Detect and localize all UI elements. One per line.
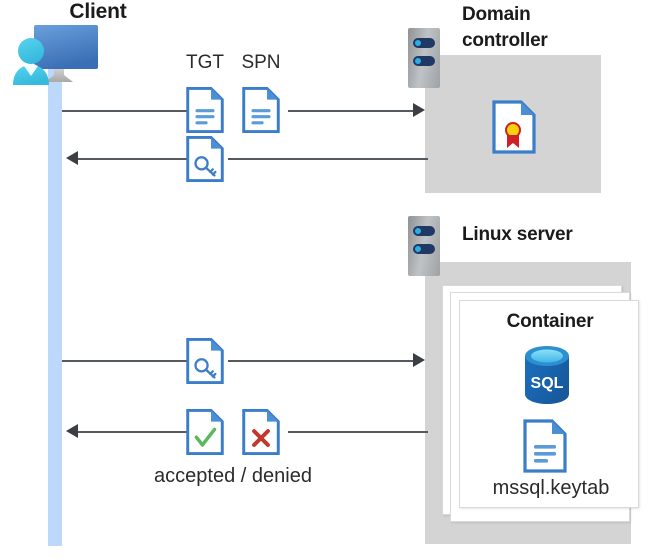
rack-slot — [413, 244, 435, 254]
document-key-icon — [186, 135, 224, 183]
flow-line-linux-to-client-left — [78, 431, 188, 433]
rack-slot — [413, 38, 435, 48]
linux-server-rack-icon — [408, 216, 440, 276]
flow-line-client-to-linux-left — [62, 360, 188, 362]
client-lifeline — [48, 60, 62, 546]
sql-database-icon: SQL — [521, 344, 573, 406]
flow-line-client-to-dc-left — [62, 110, 187, 112]
arrowhead-to-client-top — [66, 151, 78, 165]
certificate-document-icon — [492, 100, 536, 154]
document-lines-icon — [242, 86, 280, 134]
arrowhead-to-domain-controller — [413, 103, 425, 117]
document-lines-icon — [523, 419, 567, 473]
rack-slot — [413, 226, 435, 236]
user-computer-icon — [13, 25, 98, 85]
arrowhead-to-linux-server — [413, 353, 425, 367]
document-x-icon — [242, 408, 280, 456]
domain-controller-title-line1: Domain — [462, 4, 531, 25]
flow-line-linux-to-client-right — [288, 431, 428, 433]
svg-text:SQL: SQL — [531, 375, 564, 392]
domain-controller-title-line2: controller — [462, 30, 548, 51]
arrowhead-to-client-bottom — [66, 424, 78, 438]
linux-server-title: Linux server — [462, 224, 573, 245]
container-title: Container — [506, 311, 594, 332]
client-title: Client — [69, 0, 127, 23]
accepted-document — [186, 408, 224, 461]
tgt-label: TGT — [186, 52, 224, 73]
certificate-icon — [492, 100, 536, 159]
domain-controller-title: Domain controller — [462, 2, 652, 54]
denied-document — [242, 408, 280, 461]
client-icon — [10, 22, 110, 90]
flow-line-client-to-dc-right — [288, 110, 413, 112]
domain-controller-rack-icon — [408, 28, 440, 88]
flow-line-dc-to-client-left — [78, 158, 188, 160]
accepted-denied-label: accepted / denied — [154, 465, 312, 487]
document-lines-icon — [186, 86, 224, 134]
spn-label: SPN — [241, 52, 281, 73]
tgt-document — [186, 86, 224, 139]
keytab-icon — [523, 419, 567, 478]
rack-slot — [413, 56, 435, 66]
service-ticket-document-top — [186, 135, 224, 188]
container-card-front — [459, 300, 639, 508]
keytab-filename-label: mssql.keytab — [492, 477, 610, 499]
flow-line-client-to-linux-right — [228, 360, 413, 362]
flow-line-dc-to-client-right — [228, 158, 428, 160]
document-check-icon — [186, 408, 224, 456]
document-key-icon — [186, 337, 224, 385]
spn-document — [242, 86, 280, 139]
service-ticket-document-bottom — [186, 337, 224, 390]
sql-cylinder-icon: SQL — [525, 346, 569, 404]
